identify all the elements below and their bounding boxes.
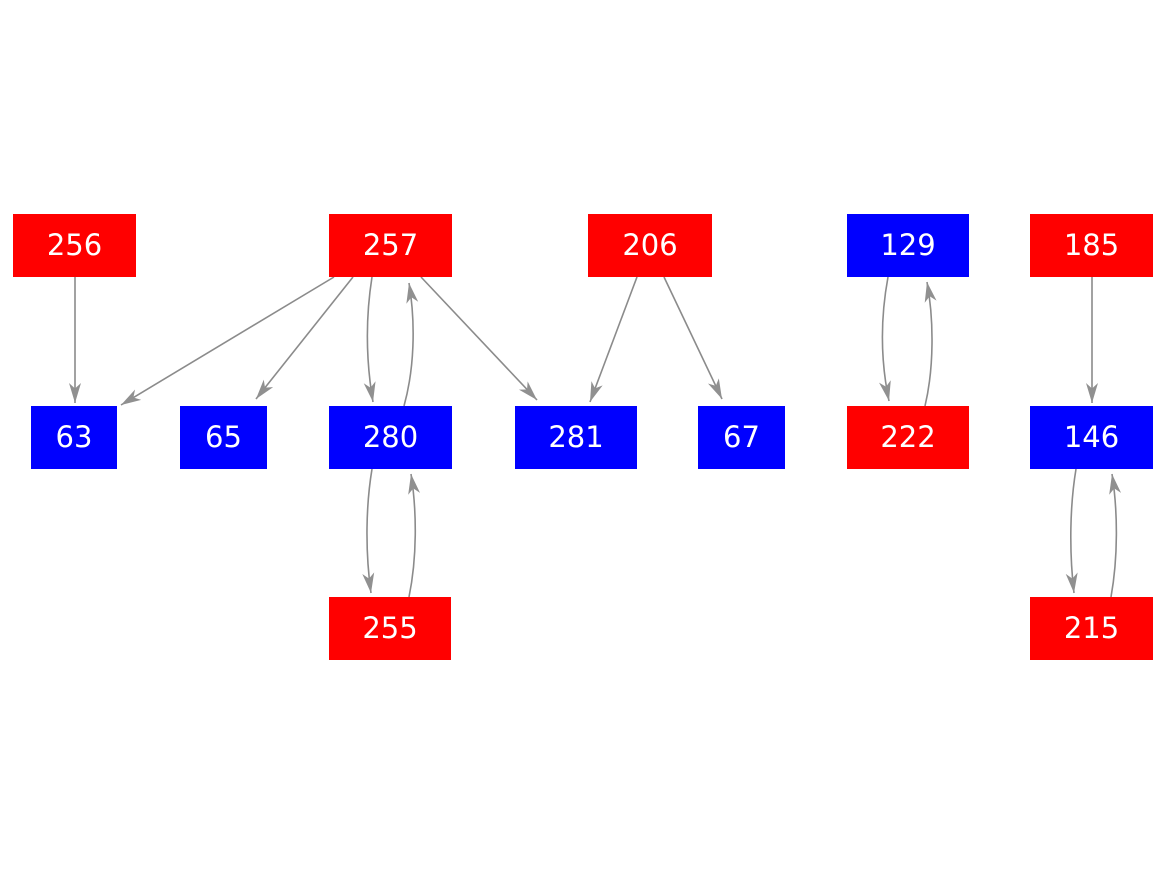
- edge-222-to-129: [924, 281, 937, 407]
- node-206: 206: [588, 214, 712, 277]
- node-label: 67: [723, 420, 760, 454]
- node-label: 63: [55, 420, 93, 454]
- edge-146-to-215: [1065, 468, 1078, 594]
- node-185: 185: [1030, 214, 1153, 277]
- edge-257-to-281: [420, 276, 538, 401]
- node-256: 256: [13, 214, 136, 277]
- edge-257-to-65: [255, 276, 354, 400]
- edge-280-to-255: [362, 468, 375, 594]
- node-280: 280: [329, 406, 452, 469]
- node-label: 215: [1063, 611, 1120, 645]
- node-label: 206: [622, 228, 678, 262]
- node-255: 255: [329, 597, 451, 660]
- edge-280-to-257: [403, 282, 419, 407]
- node-label: 255: [362, 611, 418, 645]
- node-222: 222: [847, 406, 969, 469]
- node-65: 65: [180, 406, 267, 469]
- node-129: 129: [847, 214, 969, 277]
- node-label: 129: [880, 228, 936, 262]
- node-281: 281: [515, 406, 637, 469]
- node-label: 281: [548, 420, 604, 454]
- node-257: 257: [329, 214, 452, 277]
- node-label: 280: [362, 420, 419, 454]
- node-215: 215: [1030, 597, 1153, 660]
- edge-206-to-67: [663, 276, 723, 400]
- node-label: 65: [205, 420, 242, 454]
- node-label: 146: [1063, 420, 1120, 454]
- node-label: 222: [880, 420, 936, 454]
- node-label: 256: [46, 228, 103, 262]
- edge-257-to-280: [363, 276, 376, 403]
- node-146: 146: [1030, 406, 1153, 469]
- edge-257-to-63: [120, 276, 335, 406]
- node-67: 67: [698, 406, 785, 469]
- edge-206-to-281: [589, 276, 638, 403]
- node-63: 63: [31, 406, 117, 469]
- edge-255-to-280: [408, 473, 421, 598]
- node-label: 257: [362, 228, 419, 262]
- edge-129-to-222: [879, 276, 891, 402]
- node-label: 185: [1063, 228, 1120, 262]
- edge-215-to-146: [1109, 473, 1122, 598]
